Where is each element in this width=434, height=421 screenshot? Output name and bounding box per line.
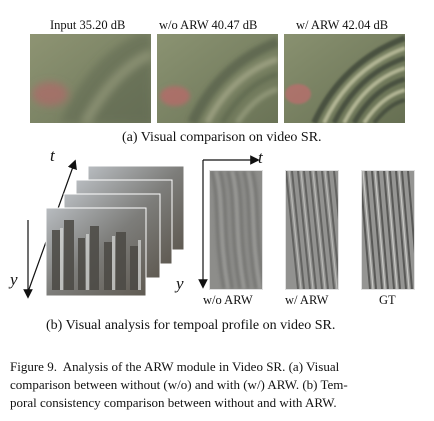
caption-panel-a: (a) Visual comparison on video SR. — [122, 130, 322, 145]
image-input-crop — [30, 34, 151, 123]
profile-with-arw — [285, 170, 339, 290]
image-with-arw-crop — [284, 34, 405, 123]
label-without-arw-psnr: w/o ARW 40.47 dB — [159, 18, 258, 32]
input-crop-graphic — [30, 34, 151, 123]
profile-with-arw-graphic — [286, 171, 338, 289]
label-profile-with-arw: w/ ARW — [285, 293, 329, 307]
frame-stack — [45, 165, 185, 297]
caption-panel-b: (b) Visual analysis for tempoal profile … — [46, 318, 336, 333]
axis-label-t-right: t — [258, 148, 263, 167]
profile-without-arw — [209, 170, 263, 290]
label-profile-without-arw: w/o ARW — [203, 293, 253, 307]
figure-caption-line-1: Figure 9. Analysis of the ARW module in … — [10, 359, 340, 374]
axis-label-y-right: y — [176, 274, 184, 293]
image-without-arw-crop — [157, 34, 278, 123]
profile-without-arw-graphic — [210, 171, 262, 289]
axis-label-t-left: t — [50, 146, 55, 165]
profile-ground-truth — [361, 170, 415, 290]
with-arw-crop-graphic — [284, 34, 405, 123]
label-input-psnr: Input 35.20 dB — [50, 18, 126, 32]
figure-caption-line-2: comparison between without (w/o) and wit… — [10, 377, 348, 392]
profile-axes-graphic — [198, 155, 260, 289]
figure-caption-line-3: poral consistency comparison between wit… — [10, 395, 337, 410]
profile-ground-truth-graphic — [362, 171, 414, 289]
temporal-stack-graphic — [23, 159, 185, 299]
label-with-arw-psnr: w/ ARW 42.04 dB — [296, 18, 389, 32]
label-profile-ground-truth: GT — [379, 293, 396, 307]
without-arw-crop-graphic — [157, 34, 278, 123]
axis-label-y-left: y — [10, 270, 18, 289]
figure-caption: Figure 9. Analysis of the ARW module in … — [10, 358, 430, 412]
